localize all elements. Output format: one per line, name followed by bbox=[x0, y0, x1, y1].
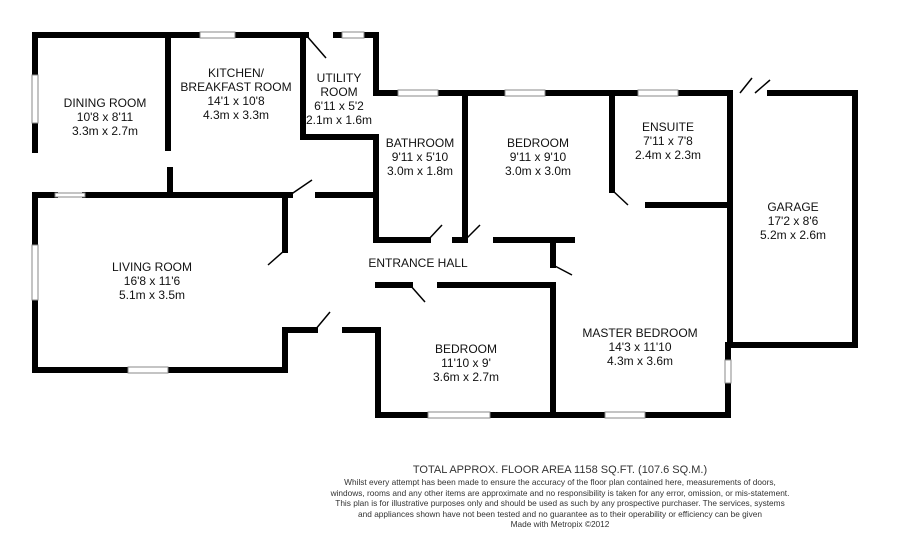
footer: TOTAL APPROX. FLOOR AREA 1158 SQ.FT. (10… bbox=[330, 464, 790, 530]
room-name: BEDROOM bbox=[506, 136, 569, 150]
disclaimer: Whilst every attempt has been made to en… bbox=[330, 477, 790, 519]
room-name: DINING ROOM bbox=[63, 96, 147, 110]
room-imperial: 9'11 x 9'10 bbox=[509, 150, 567, 164]
room-name: BATHROOM bbox=[385, 136, 455, 150]
room-name: BEDROOM bbox=[434, 342, 497, 356]
room-name: GARAGE bbox=[767, 200, 819, 214]
room-imperial: 7'11 x 7'8 bbox=[643, 134, 693, 148]
room-name: KITCHEN/ bbox=[207, 66, 265, 80]
room-imperial: 14'3 x 11'10 bbox=[608, 340, 672, 354]
room-name: ENTRANCE HALL bbox=[368, 256, 468, 270]
room-label-entrance-hall: ENTRANCE HALL bbox=[368, 256, 467, 270]
room-imperial: 6'11 x 5'2 bbox=[314, 99, 364, 113]
room-name: ENSUITE bbox=[641, 120, 694, 134]
room-metric: 3.3m x 2.7m bbox=[71, 124, 139, 138]
room-metric: 3.6m x 2.7m bbox=[432, 370, 500, 384]
credit: Made with Metropix ©2012 bbox=[510, 519, 610, 529]
room-name: LIVING ROOM bbox=[111, 260, 193, 274]
total-floor-area: TOTAL APPROX. FLOOR AREA 1158 SQ.FT. (10… bbox=[412, 464, 708, 476]
room-metric: 5.1m x 3.5m bbox=[118, 288, 186, 302]
room-name: BREAKFAST ROOM bbox=[180, 80, 292, 94]
room-imperial: 17'2 x 8'6 bbox=[767, 214, 819, 228]
room-name: ROOM bbox=[320, 85, 358, 99]
room-metric: 3.0m x 3.0m bbox=[504, 164, 572, 178]
room-metric: 4.3m x 3.3m bbox=[202, 108, 270, 122]
room-imperial: 11'10 x 9' bbox=[441, 356, 491, 370]
room-imperial: 9'11 x 5'10 bbox=[391, 150, 449, 164]
room-metric: 4.3m x 3.6m bbox=[606, 354, 674, 368]
room-metric: 2.4m x 2.3m bbox=[634, 148, 702, 162]
room-name: UTILITY bbox=[316, 71, 362, 85]
room-metric: 2.1m x 1.6m bbox=[305, 113, 373, 127]
room-metric: 3.0m x 1.8m bbox=[386, 164, 454, 178]
room-name: MASTER BEDROOM bbox=[582, 326, 698, 340]
room-imperial: 10'8 x 8'11 bbox=[76, 110, 134, 124]
room-imperial: 14'1 x 10'8 bbox=[207, 94, 265, 108]
room-metric: 5.2m x 2.6m bbox=[759, 228, 827, 242]
room-imperial: 16'8 x 11'6 bbox=[123, 274, 181, 288]
